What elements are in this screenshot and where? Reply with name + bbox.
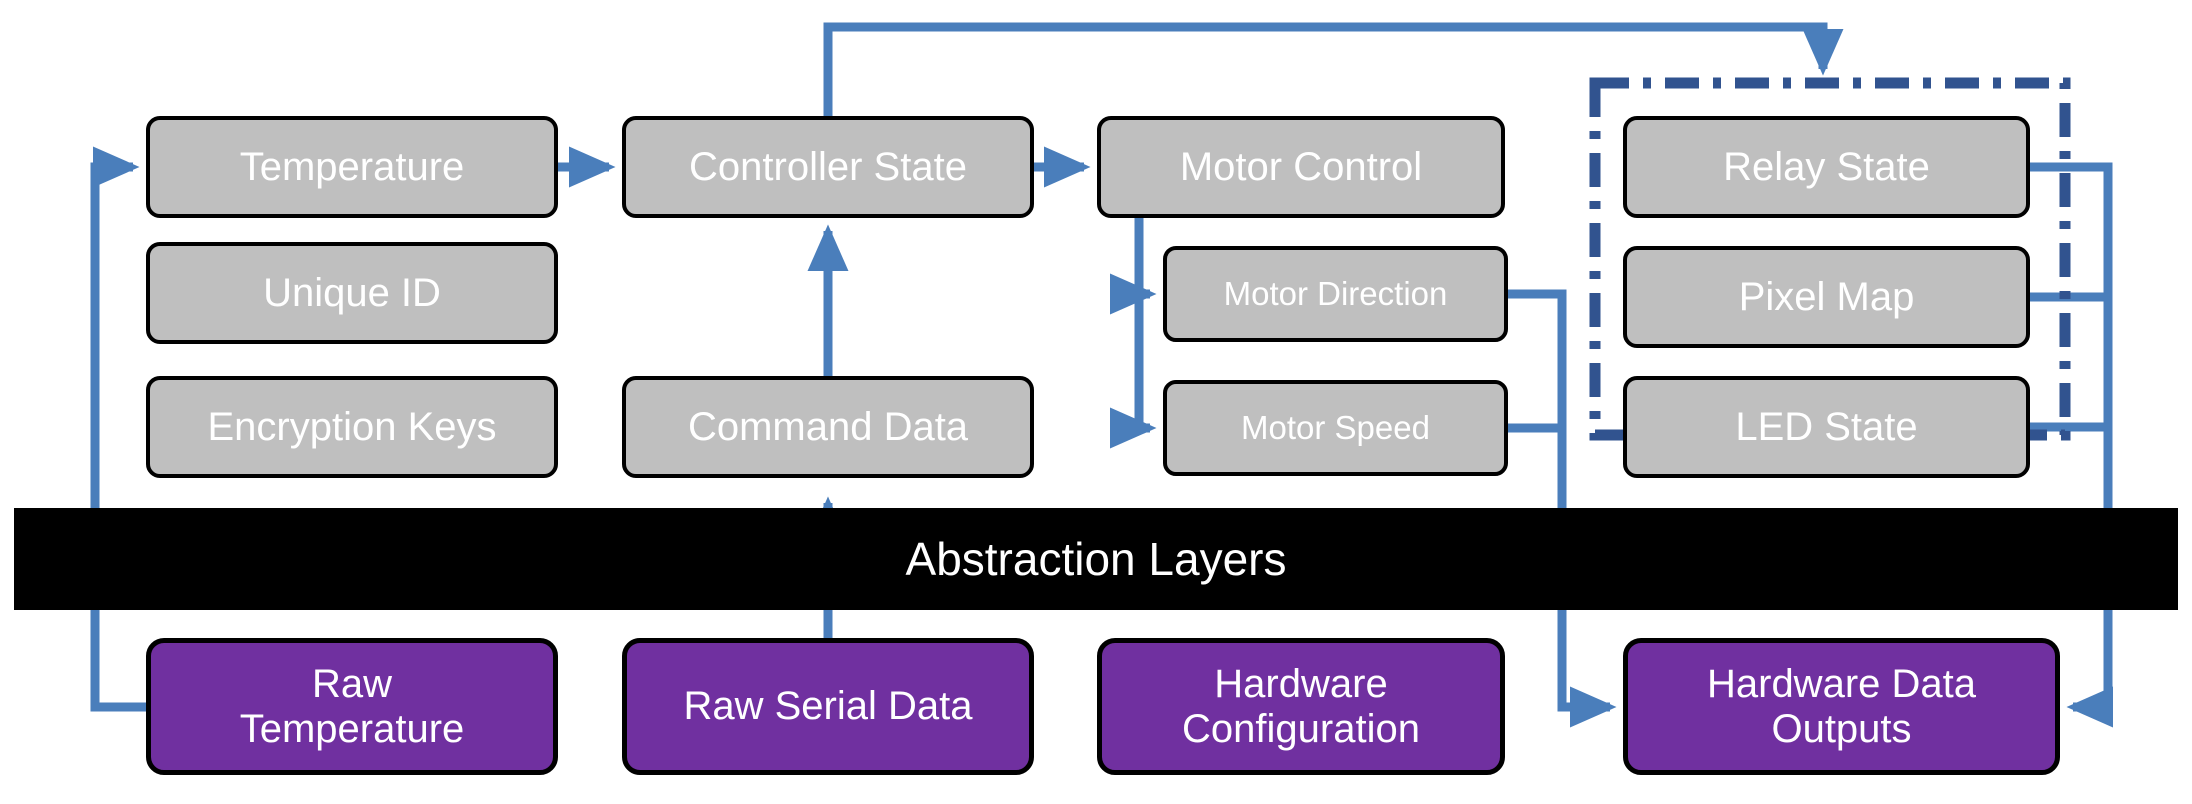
wire-motor-direction-to-hardware-data-outputs	[1508, 289, 1617, 728]
node-label: LED State	[1735, 404, 1918, 449]
node-label: Unique ID	[263, 270, 441, 315]
node-relay-state[interactable]: Relay State	[1623, 116, 2030, 218]
node-hardware-configuration[interactable]: Hardware Configuration	[1097, 638, 1505, 775]
abstraction-layers-band: Abstraction Layers	[14, 508, 2178, 610]
node-label: Motor Control	[1179, 144, 1423, 189]
wire-raw-temperature-to-temperature	[90, 146, 146, 712]
node-pixel-map[interactable]: Pixel Map	[1623, 246, 2030, 348]
wire-motor-control-to-motor-direction	[1109, 218, 1157, 315]
wire-motor-control-to-motor-speed	[1109, 294, 1157, 449]
node-motor-speed[interactable]: Motor Speed	[1163, 380, 1508, 476]
node-motor-control[interactable]: Motor Control	[1097, 116, 1505, 218]
node-controller-state[interactable]: Controller State	[622, 116, 1034, 218]
node-label: Relay State	[1723, 144, 1930, 189]
node-label: Hardware Data Outputs	[1706, 661, 1976, 751]
node-encryption-keys[interactable]: Encryption Keys	[146, 376, 558, 478]
node-hardware-data-outputs[interactable]: Hardware Data Outputs	[1623, 638, 2060, 775]
node-label: Motor Direction	[1223, 274, 1448, 312]
node-temperature[interactable]: Temperature	[146, 116, 558, 218]
node-label: Raw Serial Data	[683, 684, 973, 729]
wire-controller-state-to-output-group	[823, 22, 1844, 116]
node-label: Encryption Keys	[207, 404, 497, 449]
node-led-state[interactable]: LED State	[1623, 376, 2030, 478]
node-label: Hardware Configuration	[1182, 661, 1420, 751]
abstraction-layers-label: Abstraction Layers	[905, 533, 1287, 585]
node-label: Raw Temperature	[239, 661, 465, 751]
node-label: Pixel Map	[1738, 274, 1915, 319]
node-unique-id[interactable]: Unique ID	[146, 242, 558, 344]
node-raw-serial-data[interactable]: Raw Serial Data	[622, 638, 1034, 775]
node-label: Temperature	[239, 144, 465, 189]
node-label: Command Data	[687, 404, 969, 449]
node-motor-direction[interactable]: Motor Direction	[1163, 246, 1508, 342]
node-label: Motor Speed	[1241, 408, 1430, 446]
node-command-data[interactable]: Command Data	[622, 376, 1034, 478]
wire-relay-state-to-hardware-data-outputs	[2030, 162, 2114, 728]
node-label: Controller State	[689, 144, 967, 189]
node-raw-temperature[interactable]: Raw Temperature	[146, 638, 558, 775]
